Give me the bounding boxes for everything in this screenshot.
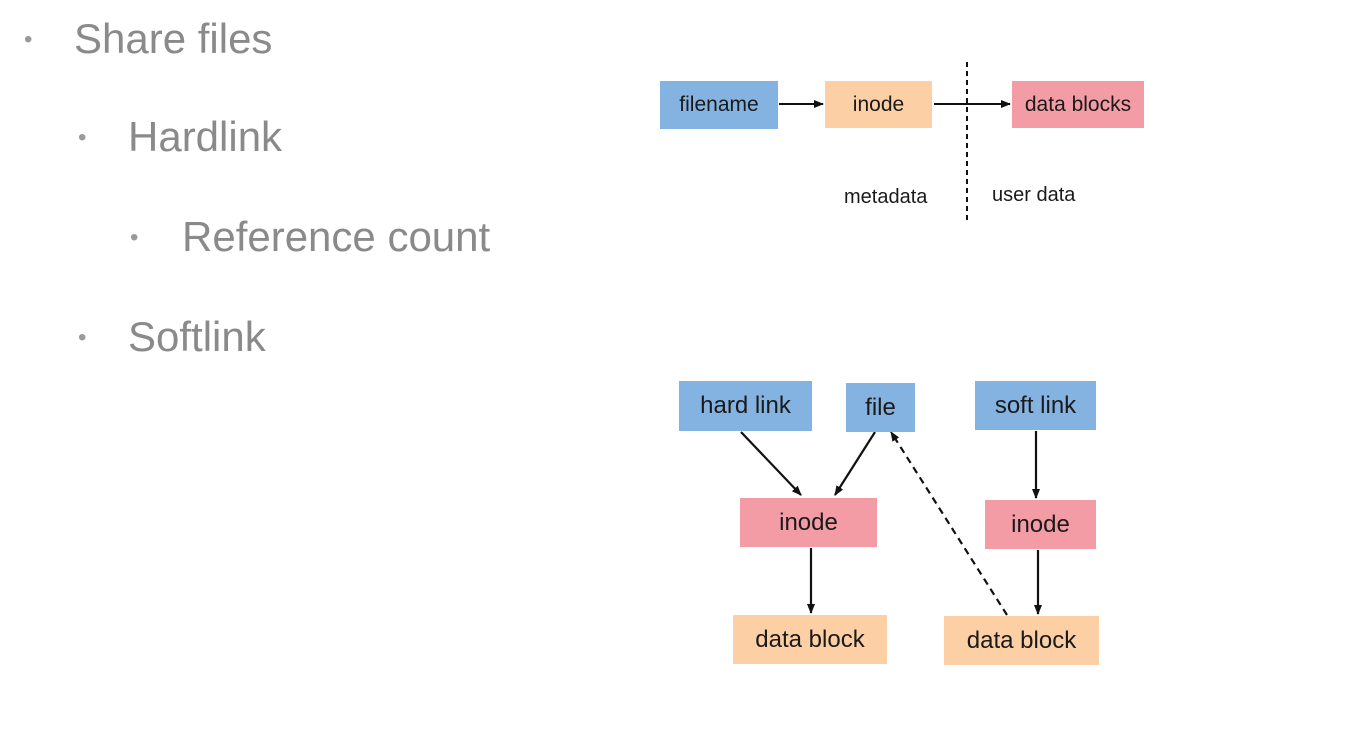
- metadata-label: metadata: [844, 186, 928, 208]
- bullet-share-files: • Share files: [24, 15, 273, 62]
- arrow-datablock-to-file-dashed: [890, 431, 1008, 616]
- bullet-dot-icon: •: [24, 26, 33, 53]
- bullet-hardlink: • Hardlink: [78, 113, 283, 160]
- inode-right-box: inode: [985, 500, 1096, 549]
- hard-link-label: hard link: [700, 392, 791, 419]
- file-label: file: [865, 393, 896, 421]
- data-blocks-box: data blocks: [1012, 81, 1144, 128]
- file-box: file: [846, 383, 915, 432]
- bullet-text: Reference count: [182, 213, 491, 260]
- soft-link-box: soft link: [975, 381, 1096, 430]
- bullet-softlink: • Softlink: [78, 313, 266, 360]
- inode-right-label: inode: [1011, 510, 1070, 538]
- data-block-right-label: data block: [966, 626, 1077, 654]
- bullet-text: Share files: [74, 15, 273, 62]
- user-data-label: user data: [992, 184, 1076, 206]
- data-block-left-box: data block: [733, 615, 887, 664]
- bullet-text: Softlink: [128, 313, 266, 360]
- inode-label: inode: [852, 92, 905, 116]
- data-block-right-box: data block: [944, 616, 1099, 665]
- inode-left-label: inode: [779, 508, 838, 536]
- bullet-dot-icon: •: [130, 224, 139, 251]
- bullet-reference-count: • Reference count: [130, 213, 491, 260]
- data-blocks-label: data blocks: [1024, 92, 1132, 116]
- data-block-left-label: data block: [755, 625, 865, 653]
- filename-box: filename: [660, 81, 778, 129]
- bullet-text: Hardlink: [128, 113, 283, 160]
- bullet-dot-icon: •: [78, 124, 87, 151]
- arrow-file-to-inode: [834, 431, 876, 496]
- soft-link-label: soft link: [994, 391, 1077, 419]
- hard-link-box: hard link: [679, 381, 812, 431]
- arrow-hardlink-to-inode: [740, 431, 802, 496]
- filename-label: filename: [679, 93, 759, 116]
- bullet-dot-icon: •: [78, 324, 87, 351]
- inode-box: inode: [825, 81, 932, 128]
- inode-left-box: inode: [740, 498, 877, 547]
